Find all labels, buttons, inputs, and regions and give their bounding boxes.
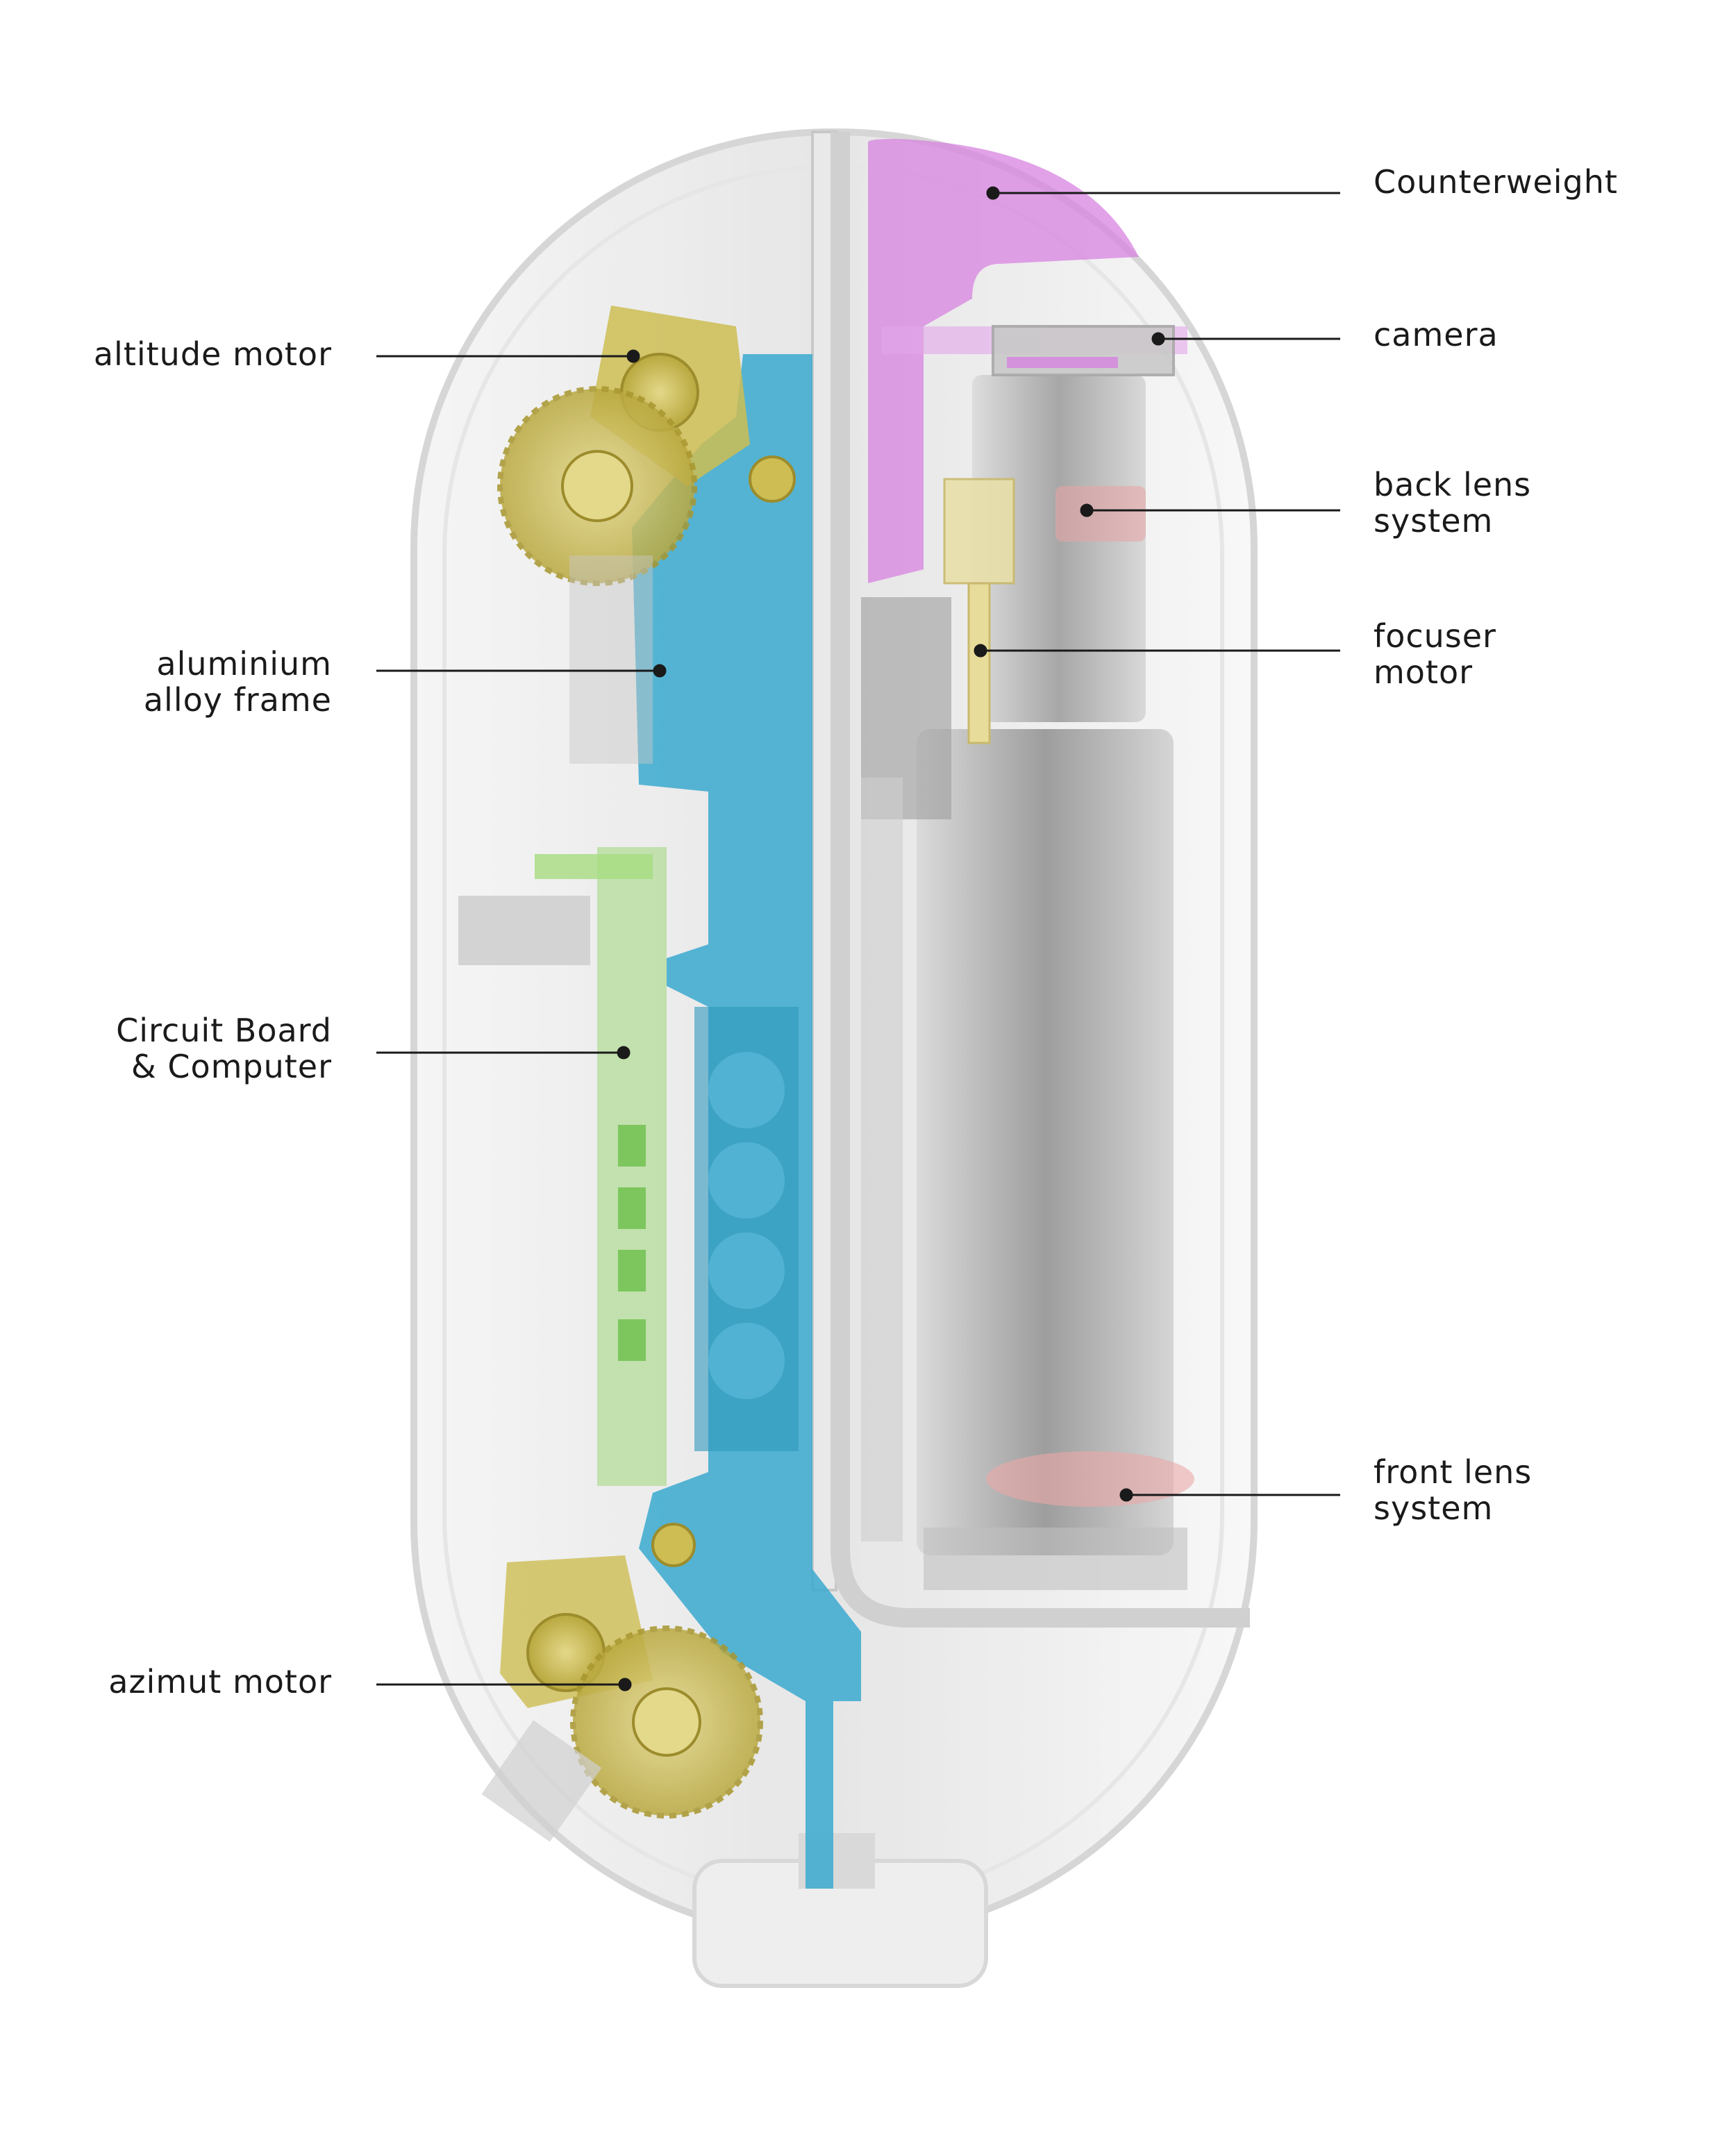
front-lens-part: [924, 1451, 1194, 1590]
focuser-motor-label: focuser motor: [1374, 617, 1496, 691]
leader-lines: [376, 186, 1340, 1691]
front-lens-leader-dot: [1119, 1488, 1133, 1502]
azimut-motor-part: [481, 1555, 763, 1842]
back-lens-leader-dot: [1080, 503, 1094, 517]
counterweight-label: Counterweight: [1374, 163, 1618, 201]
camera-part: [992, 325, 1175, 376]
altitude-motor-label: altitude motor: [93, 335, 332, 373]
azimut-motor-leader-dot: [618, 1678, 632, 1691]
back-lens-part: [1055, 486, 1146, 542]
frame-leader-dot: [653, 664, 667, 678]
focuser-motor-part: [943, 478, 1015, 744]
aluminium-frame-label: aluminium alloy frame: [143, 645, 332, 719]
circuit-board-part: [458, 847, 667, 1486]
altitude-motor-part: [497, 306, 750, 764]
altitude-motor-leader-dot: [626, 349, 640, 363]
circuit-leader-dot: [617, 1046, 631, 1060]
focuser-leader-dot: [974, 644, 987, 658]
back-lens-label: back lens system: [1374, 466, 1532, 540]
azimut-motor-label: azimut motor: [108, 1663, 332, 1700]
camera-label: camera: [1374, 316, 1499, 353]
camera-leader-dot: [1151, 332, 1165, 346]
front-lens-label: front lens system: [1374, 1453, 1533, 1527]
counterweight-leader-dot: [986, 186, 1000, 200]
aluminium-frame-part: [632, 354, 861, 1889]
circuit-board-label: Circuit Board & Computer: [116, 1012, 332, 1085]
optical-tube: [861, 375, 1174, 1555]
